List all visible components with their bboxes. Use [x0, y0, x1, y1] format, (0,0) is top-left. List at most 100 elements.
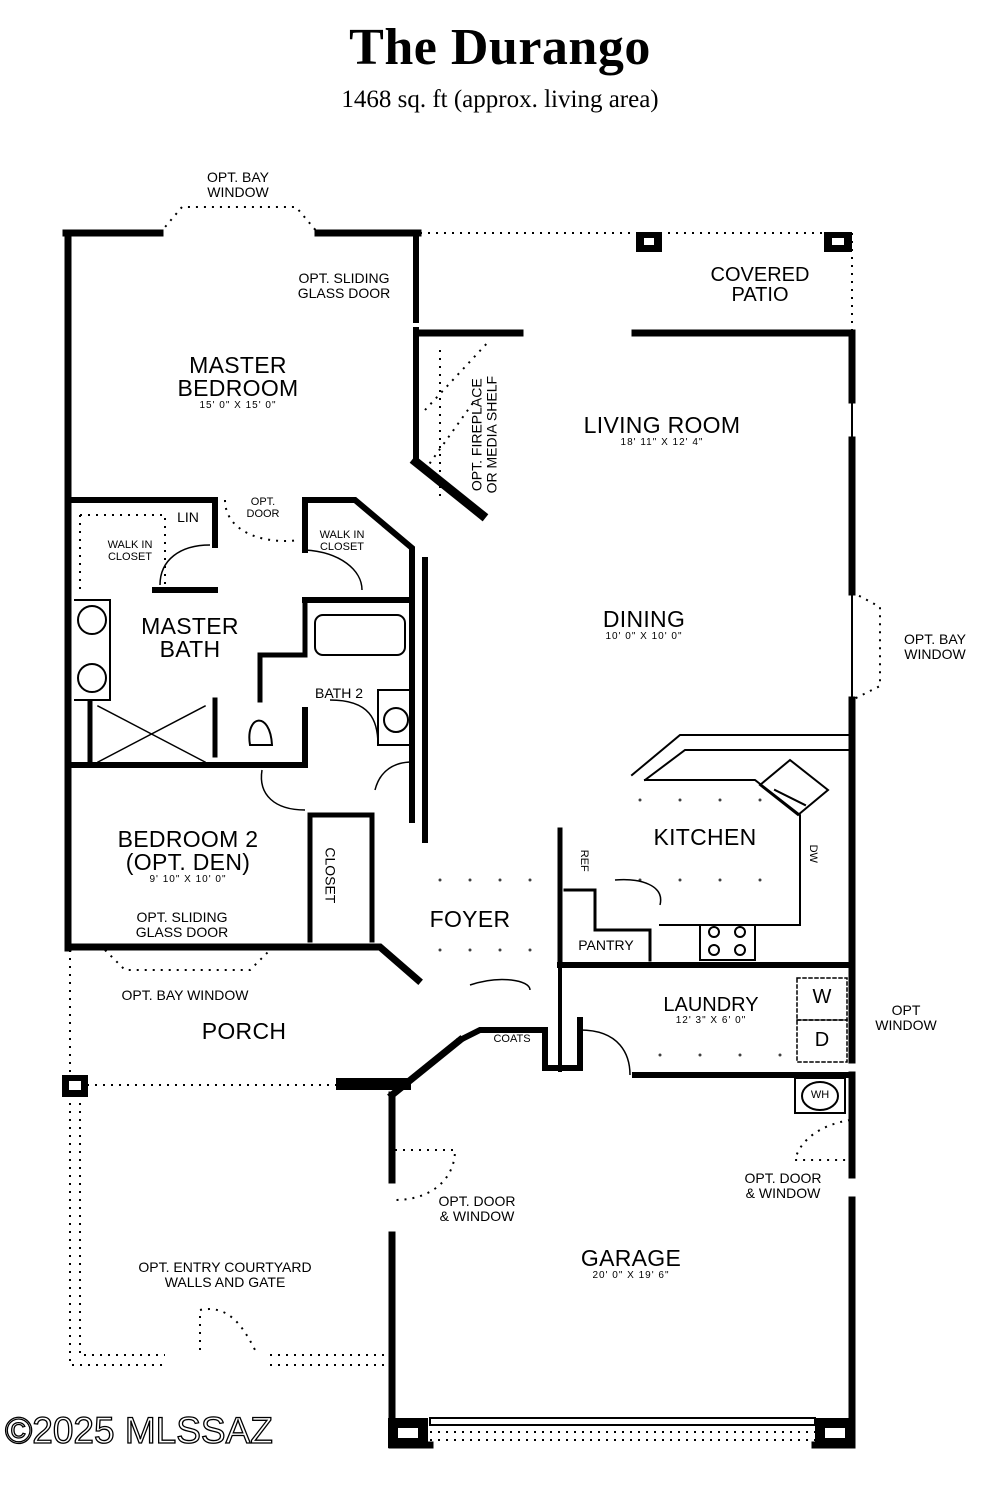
- copyright-watermark: ©2025 MLSSAZ: [4, 1409, 273, 1451]
- pantry-door-swing: [614, 878, 662, 906]
- bath2-sink-box: [377, 689, 414, 746]
- room-laundry: LAUNDRY 12' 3" X 6' 0": [663, 995, 758, 1026]
- label-closet: CLOSET: [322, 847, 338, 903]
- closet-label: WALK IN: [319, 529, 365, 541]
- sink-1: [77, 605, 107, 635]
- toilet: [248, 719, 274, 746]
- note-fireplace: OPT. FIREPLACE OR MEDIA SHELF: [468, 375, 499, 494]
- room-garage: GARAGE 20' 0" X 19' 6": [581, 1247, 681, 1281]
- room-dimensions: 20' 0" X 19' 6": [592, 1270, 670, 1281]
- walkin-left-dots: [79, 514, 166, 595]
- bath2-door-swing: [329, 699, 379, 746]
- note-text: WINDOW: [207, 183, 269, 200]
- washer-label: W: [812, 986, 832, 1008]
- room-name: LAUNDRY: [663, 994, 759, 1016]
- courtyard-gate: [199, 1308, 256, 1351]
- room-master-bedroom: MASTER BEDROOM 15' 0" X 15' 0": [178, 354, 299, 411]
- garage-door: [429, 1417, 816, 1426]
- water-heater: [801, 1081, 839, 1111]
- note-text: OPT. BAY: [207, 169, 269, 185]
- walkin-door-swing: [159, 544, 211, 586]
- dishwasher-label: DW: [806, 844, 819, 863]
- room-master-bath: MASTER BATH: [141, 615, 239, 661]
- dryer: [796, 1019, 848, 1063]
- closet-label: CLOSET: [107, 550, 153, 563]
- note-text: OPT. SLIDING: [298, 270, 390, 286]
- bathtub: [314, 614, 406, 656]
- kitchen-counter: [644, 779, 801, 926]
- room-name: BATH 2: [315, 685, 363, 701]
- label-coats: COATS: [493, 1033, 531, 1046]
- room-name: LIN: [177, 509, 199, 525]
- wall-bath-left: [257, 597, 308, 703]
- vanity: [74, 599, 111, 701]
- room-name: PATIO: [731, 284, 789, 306]
- room-kitchen: KITCHEN: [653, 826, 756, 849]
- room-name: BEDROOM: [177, 375, 299, 401]
- water-heater-label: WH: [810, 1089, 830, 1101]
- bed2-door-swing: [374, 761, 413, 791]
- room-porch: PORCH: [202, 1020, 287, 1043]
- label-covered-patio: COVERED PATIO: [711, 265, 810, 305]
- room-bath2: BATH 2: [315, 686, 363, 701]
- room-name: BEDROOM 2: [117, 826, 259, 852]
- wall-bedroom2-bottom: [64, 943, 423, 985]
- garage-door-dots: [430, 1431, 815, 1441]
- note-garage-door-left: OPT. DOOR & WINDOW: [438, 1194, 515, 1223]
- note-text: OR MEDIA SHELF: [483, 375, 499, 494]
- fireplace-outline: [424, 339, 491, 500]
- note-text: OPT. SLIDING: [136, 909, 228, 925]
- room-name: MASTER: [141, 613, 239, 639]
- courtyard-outline: [69, 1095, 385, 1366]
- note-bay-window-porch: OPT. BAY WINDOW: [121, 988, 248, 1003]
- room-name: LIVING ROOM: [583, 412, 741, 438]
- room-name: GARAGE: [580, 1245, 682, 1271]
- laundry-door-swing: [579, 1029, 631, 1076]
- wall-closet-bed2: [307, 812, 375, 943]
- note-text: GLASS DOOR: [135, 923, 229, 940]
- plan-subtitle: 1468 sq. ft (approx. living area): [341, 86, 659, 113]
- range: [699, 924, 756, 961]
- sink-2: [77, 663, 107, 693]
- note-text: & WINDOW: [439, 1207, 515, 1224]
- room-dimensions: 10' 0" X 10' 0": [605, 631, 683, 642]
- bay-window-master: [159, 206, 319, 234]
- refrigerator-label: REF: [577, 849, 590, 872]
- kitchen-sink: [758, 758, 830, 817]
- note-text: WALLS AND GATE: [164, 1273, 286, 1290]
- foyer-door-swing: [469, 978, 531, 991]
- wall-bath-divider: [302, 597, 415, 823]
- shower-cross: [96, 704, 207, 764]
- label-lin: LIN: [177, 510, 199, 525]
- label-pantry: PANTRY: [578, 938, 634, 953]
- wall-coats: [455, 1017, 583, 1071]
- note-sliding-door-master: OPT. SLIDING GLASS DOOR: [298, 271, 391, 300]
- room-bedroom2: BEDROOM 2 (OPT. DEN) 9' 10" X 10' 0": [118, 828, 259, 885]
- note-text: OPT. BAY WINDOW: [121, 987, 249, 1003]
- right-walkin-door-swing: [304, 549, 363, 591]
- room-dimensions: 9' 10" X 10' 0": [149, 874, 227, 885]
- room-name: KITCHEN: [653, 824, 757, 850]
- note-text: OPT. DOOR: [744, 1170, 822, 1186]
- label-walk-in-closet-right: WALK IN CLOSET: [319, 529, 365, 553]
- note-text: & WINDOW: [745, 1184, 821, 1201]
- note-text: OPT. DOOR: [438, 1193, 516, 1209]
- room-name: MASTER: [189, 352, 287, 378]
- plan-title: The Durango: [349, 19, 651, 76]
- wall-closet-right-diag: [302, 497, 415, 607]
- note-text: OPT. BAY: [904, 631, 966, 647]
- wall-pantry: [563, 888, 652, 962]
- note-text: OPT: [891, 1002, 921, 1018]
- bay-window-dining: [851, 591, 881, 701]
- room-dimensions: 18' 11" X 12' 4": [620, 437, 704, 448]
- bath2-sink: [383, 707, 409, 733]
- kitchen-bar: [630, 734, 853, 782]
- label-walk-in-closet-left: WALK IN CLOSET: [107, 539, 153, 563]
- dryer-label: D: [814, 1029, 830, 1051]
- note-laundry-window: OPT WINDOW: [875, 1003, 936, 1032]
- garage-right-door-swing: [793, 1119, 851, 1161]
- master-bath-door-swing: [260, 769, 306, 811]
- garage-left-door-swing: [394, 1149, 457, 1201]
- room-name: COATS: [493, 1033, 531, 1045]
- note-sliding-door-bed2: OPT. SLIDING GLASS DOOR: [136, 910, 229, 939]
